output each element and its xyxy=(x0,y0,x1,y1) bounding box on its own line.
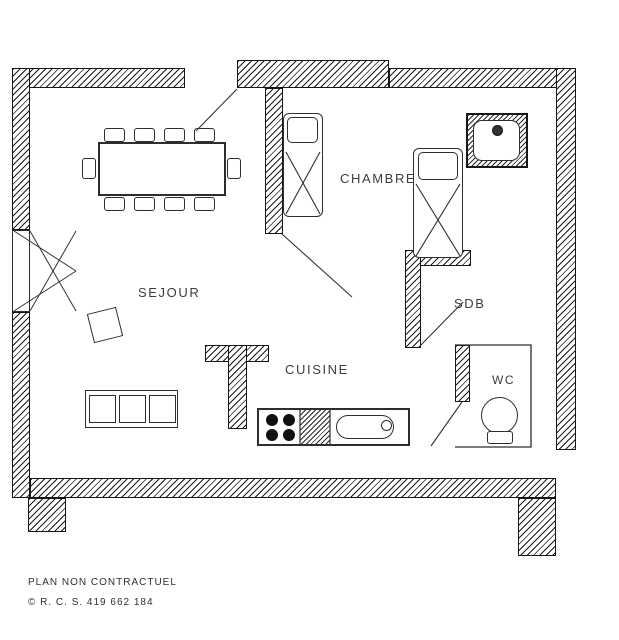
bed-right-pillow xyxy=(418,152,458,180)
cooktop-burner xyxy=(266,414,278,426)
cooktop-burner xyxy=(283,429,295,441)
wall-top-entry-block xyxy=(237,60,389,88)
room-label-cuisine: CUISINE xyxy=(285,362,349,377)
footer-registration: © R. C. S. 419 662 184 xyxy=(28,597,154,608)
cooktop-burner xyxy=(283,414,295,426)
room-label-sejour: SEJOUR xyxy=(138,285,201,300)
chair xyxy=(164,197,185,211)
chair xyxy=(134,197,155,211)
wall-right xyxy=(556,68,576,450)
faucet-icon xyxy=(492,125,503,136)
door-swing-wc xyxy=(430,401,463,447)
dining-table xyxy=(98,142,226,196)
wall-left-lower xyxy=(12,312,30,498)
room-label-sdb: SDB xyxy=(454,296,486,311)
sink-faucet-icon xyxy=(381,420,392,431)
wall-bottom xyxy=(30,478,556,498)
cooktop-burner xyxy=(266,429,278,441)
room-label-chambre: CHAMBRE xyxy=(340,171,417,186)
wall-bottom-right-ext xyxy=(518,498,556,556)
bed-left-pillow xyxy=(287,117,318,143)
wall-chambre-left xyxy=(265,88,283,234)
footer-disclaimer: PLAN NON CONTRACTUEL xyxy=(28,577,177,588)
wall-cuisine-vertical xyxy=(228,345,247,429)
chair xyxy=(194,197,215,211)
sofa-cushion xyxy=(149,395,176,423)
wall-left-upper xyxy=(12,68,30,230)
chair xyxy=(227,158,241,179)
window-cross-line xyxy=(29,230,77,312)
chair xyxy=(134,128,155,142)
window-frame-left xyxy=(12,230,30,312)
toilet-bowl xyxy=(481,397,518,434)
wall-top-right xyxy=(389,68,576,88)
chair xyxy=(82,158,96,179)
wall-wc-left xyxy=(455,345,470,402)
door-swing-entrance xyxy=(195,88,238,132)
chair xyxy=(104,128,125,142)
wall-bottom-left-ext xyxy=(28,498,66,532)
wall-sdb-vertical xyxy=(405,250,421,348)
room-label-wc: WC xyxy=(492,373,516,387)
window-cross-line xyxy=(29,230,77,312)
sofa-cushion xyxy=(89,395,116,423)
sofa-cushion xyxy=(119,395,146,423)
chair xyxy=(194,128,215,142)
chair xyxy=(104,197,125,211)
toilet-tank xyxy=(487,431,513,444)
counter-hatch-section xyxy=(300,410,330,444)
door-swing-chambre xyxy=(281,233,353,298)
chair xyxy=(164,128,185,142)
wall-top-left xyxy=(12,68,185,88)
side-table xyxy=(86,306,124,344)
